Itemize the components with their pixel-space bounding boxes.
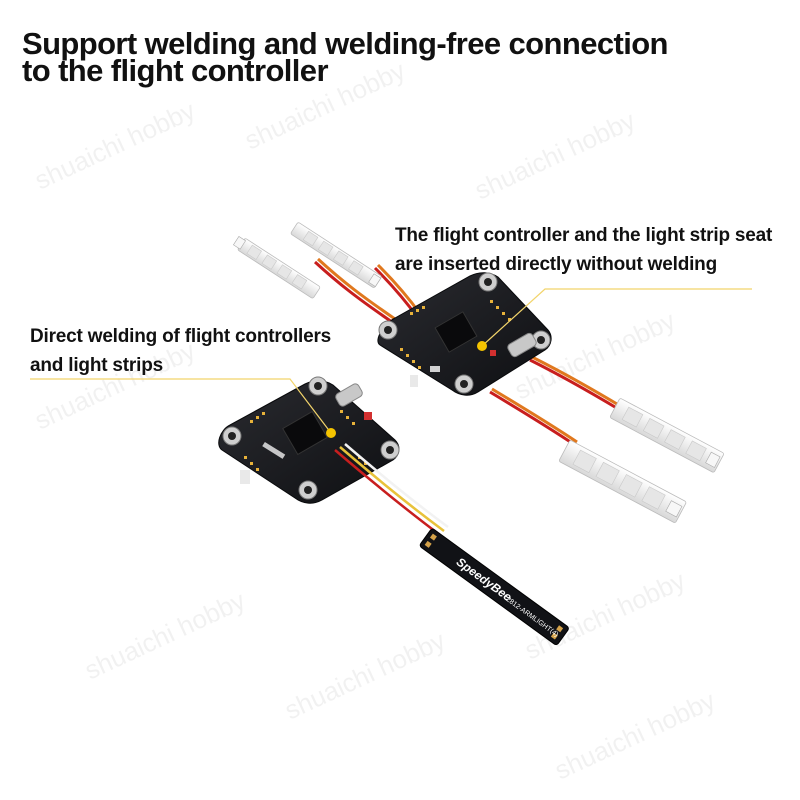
watermark-9: shuaichi hobby — [550, 685, 720, 786]
led-strip-upper-left-a — [233, 235, 321, 299]
callout-direct-welding: Direct welding of flight controllers and… — [30, 322, 331, 380]
flight-controller-soldered — [218, 376, 400, 504]
callout-welding-free-line-1: The flight controller and the light stri… — [395, 225, 773, 246]
callout-leaders — [30, 288, 752, 438]
flight-controller-plug-in — [377, 272, 552, 396]
callout-welding-free-line-2: are inserted directly without welding — [395, 254, 717, 275]
callout-direct-welding-line-1: Direct welding of flight controllers — [30, 326, 332, 347]
watermark-6: shuaichi hobby — [80, 585, 250, 686]
watermark-2: shuaichi hobby — [240, 55, 410, 156]
led-strip-upper-left-b — [290, 222, 382, 288]
plug-in-assembly — [233, 222, 724, 523]
watermark-3: shuaichi hobby — [470, 105, 640, 206]
watermark-1: shuaichi hobby — [30, 95, 200, 196]
leader-dot-right — [477, 341, 487, 351]
callout-direct-welding-line-2: and light strips — [30, 355, 163, 376]
wire-bundle-lower-right — [489, 355, 623, 447]
soldered-assembly: SpeedyBee 2812-ARMLIGHT(4) — [218, 376, 569, 646]
watermark-7: shuaichi hobby — [280, 625, 450, 726]
callout-welding-free: The flight controller and the light stri… — [395, 221, 772, 279]
headline-line-2: to the flight controller — [22, 53, 329, 88]
soldered-wires — [334, 443, 449, 536]
headline: Support welding and welding-free connect… — [22, 26, 722, 88]
led-strip-lower-right-a — [609, 398, 724, 473]
strip-brand-label: SpeedyBee — [454, 555, 515, 605]
led-bar-soldered: SpeedyBee 2812-ARMLIGHT(4) — [419, 528, 569, 646]
leader-dot-left — [326, 428, 336, 438]
headline-line-1: Support welding and welding-free connect… — [22, 26, 668, 61]
led-strip-lower-right-b — [559, 440, 687, 523]
